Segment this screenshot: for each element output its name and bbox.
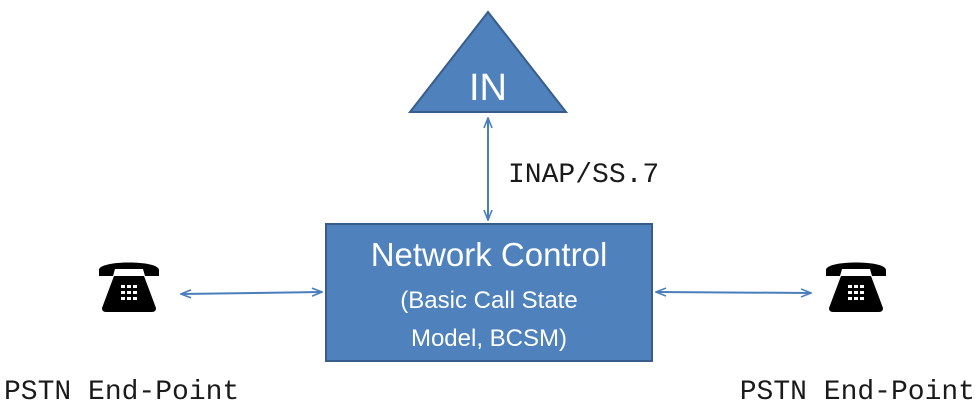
network-control-title: Network Control (371, 236, 608, 273)
left-endpoint-label: PSTN End-Point (4, 377, 239, 407)
network-control-box (325, 223, 653, 362)
right-connector (656, 292, 811, 293)
right-endpoint-label: PSTN End-Point (740, 377, 975, 407)
telephone-icon (99, 262, 159, 312)
network-control-subtitle-1: (Basic Call State (400, 287, 577, 314)
in-triangle (407, 10, 569, 113)
network-control-node: Network Control (Basic Call State Model,… (325, 223, 653, 362)
telephone-icon (826, 262, 886, 312)
network-control-subtitle-2: Model, BCSM) (411, 325, 567, 352)
protocol-label: INAP/SS.7 (508, 160, 659, 191)
left-connector (181, 292, 322, 294)
in-node: IN (407, 10, 569, 113)
in-label: IN (469, 67, 507, 109)
